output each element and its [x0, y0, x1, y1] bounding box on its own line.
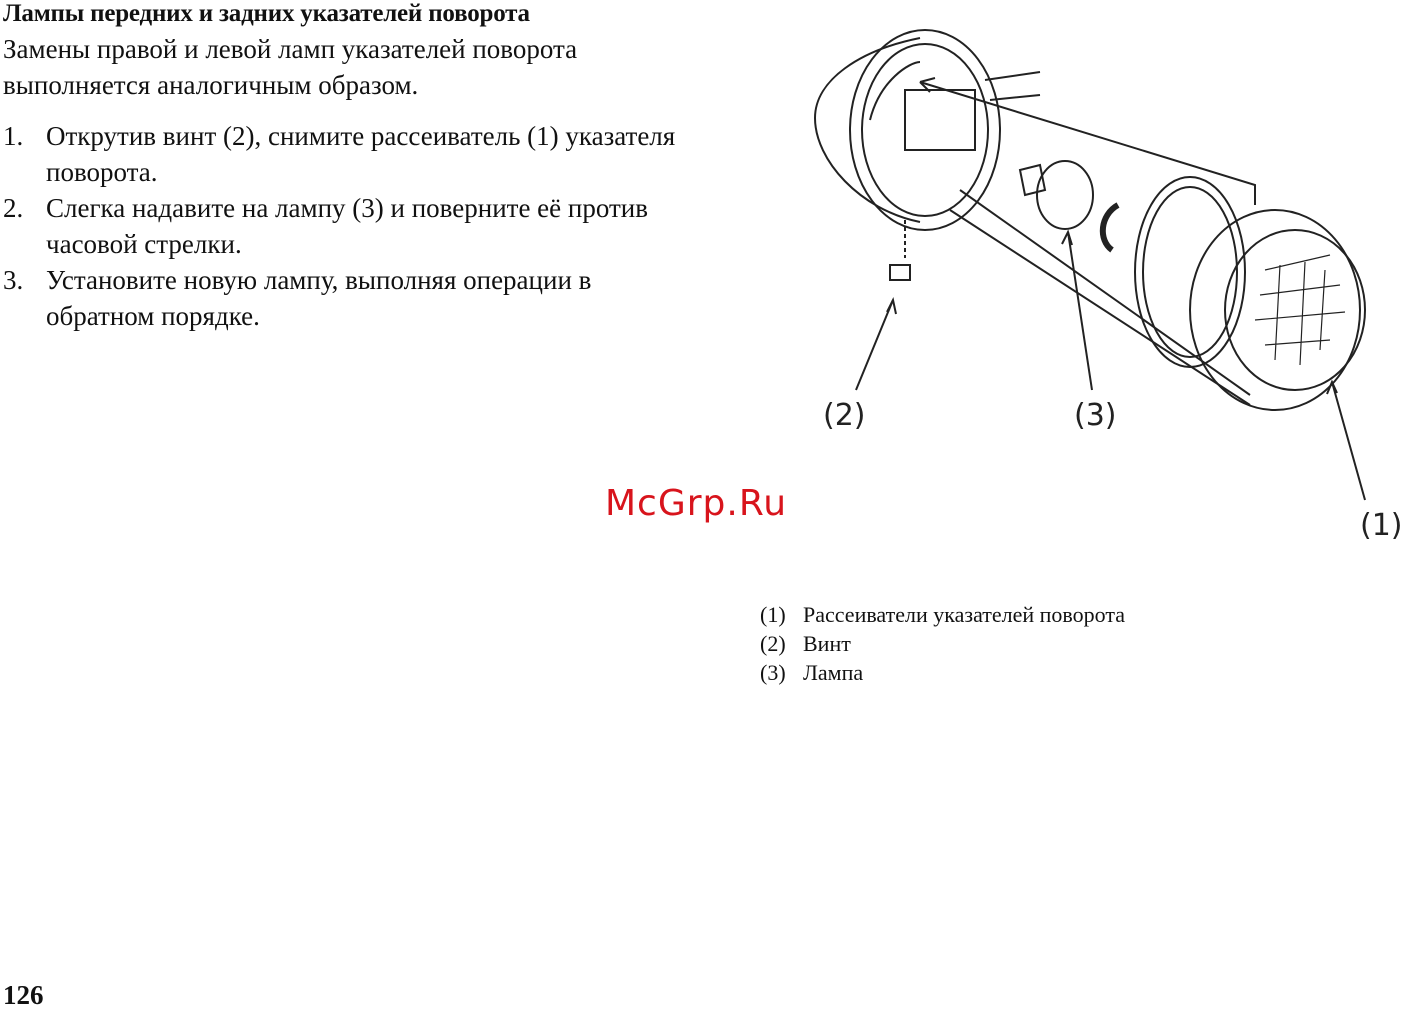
- legend-item: (3) Лампа: [760, 658, 1125, 687]
- watermark: McGrp.Ru: [605, 483, 788, 524]
- page-number: 126: [3, 980, 44, 1010]
- rotate-arrow-icon: [1100, 202, 1120, 253]
- alignment-arrow-head: [919, 77, 936, 93]
- section-heading: Лампы передних и задних указателей повор…: [3, 0, 530, 27]
- lens-outer: [1189, 209, 1361, 411]
- step-item: 3. Установите новую лампу, выполняя опер…: [3, 262, 703, 334]
- bulb-base: [1018, 163, 1047, 197]
- socket-block: [904, 89, 976, 151]
- step-text: Установите новую лампу, выполняя операци…: [46, 265, 592, 331]
- callout-3: (3): [1074, 398, 1117, 433]
- step-item: 1. Открутив винт (2), снимите рассеивате…: [3, 118, 703, 190]
- housing-shell: [813, 37, 921, 223]
- housing-stem: [984, 71, 1041, 101]
- step-item: 2. Слегка надавите на лампу (3) и поверн…: [3, 190, 703, 262]
- leader-arrow-3: [1061, 229, 1073, 246]
- step-number: 3.: [3, 265, 24, 295]
- bulb-glass: [1036, 160, 1094, 230]
- legend-text: Лампа: [803, 660, 864, 685]
- legend-text: Винт: [803, 631, 851, 656]
- legend-item: (2) Винт: [760, 629, 1125, 658]
- housing-opening: [849, 29, 1001, 231]
- screw-icon: [889, 264, 911, 281]
- leader-line-3: [1067, 231, 1093, 391]
- legend-number: (3): [760, 660, 786, 685]
- inner-wire: [869, 61, 921, 121]
- intro-paragraph: Замены правой и левой ламп указателей по…: [3, 34, 578, 100]
- leader-arrow-1: [1326, 379, 1338, 395]
- gasket-ring: [1134, 176, 1246, 368]
- legend-text: Рассеиватели указателей поворота: [803, 602, 1126, 627]
- lens-pattern: [1254, 254, 1346, 366]
- callout-1: (1): [1360, 508, 1403, 543]
- callout-2: (2): [823, 398, 866, 433]
- leader-line-2: [855, 299, 894, 391]
- legend-item: (1) Рассеиватели указателей поворота: [760, 600, 1125, 629]
- leader-arrow-2: [886, 297, 897, 315]
- legend-number: (1): [760, 602, 786, 627]
- alignment-arrow: [919, 81, 1256, 205]
- step-text: Слегка надавите на лампу (3) и поверните…: [46, 193, 648, 259]
- leader-line-1: [1331, 381, 1366, 501]
- gasket-ring-inner: [1142, 186, 1238, 358]
- lens-face: [1224, 229, 1366, 391]
- housing-body-edge: [949, 189, 1251, 406]
- figure-legend: (1) Рассеиватели указателей поворота (2) В…: [760, 600, 1125, 687]
- legend-number: (2): [760, 631, 786, 656]
- housing-inner-rim: [861, 43, 989, 217]
- instruction-steps: 1. Открутив винт (2), снимите рассеивате…: [3, 118, 703, 334]
- step-number: 1.: [3, 121, 24, 151]
- step-text: Открутив винт (2), снимите рассеиватель …: [46, 121, 676, 187]
- step-number: 2.: [3, 193, 24, 223]
